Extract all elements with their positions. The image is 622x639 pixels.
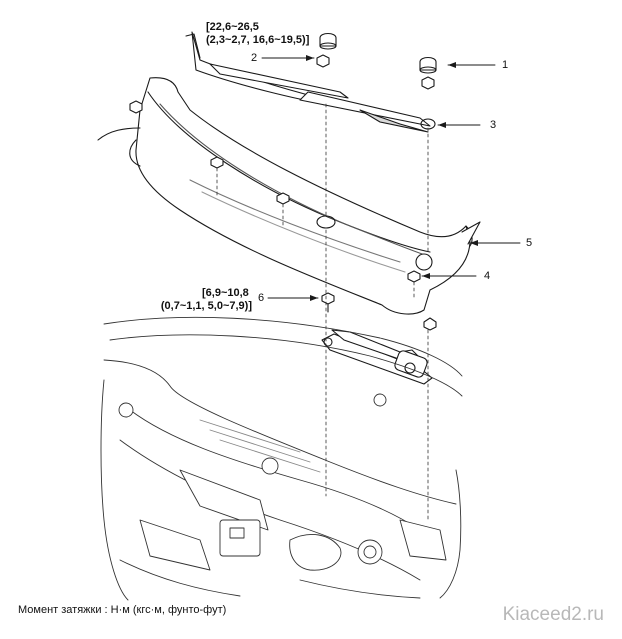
watermark: Kiaceed2.ru (502, 604, 604, 625)
callout-3: 3 (490, 119, 497, 131)
torque-label-motor-bolt-line2: (0,7~1,1, 5,0~7,9)] (160, 300, 252, 312)
alignment-lines (216, 103, 429, 521)
torque-label-motor-bolt-line1: [6,9~10,8 (202, 287, 249, 299)
cowl-top-cover (129, 77, 481, 315)
wiper-arm-right (299, 91, 436, 133)
torque-label-arm-nut-line2: (2,3~2,7, 16,6~19,5)] (206, 34, 310, 46)
torque-units-note: Момент затяжки : Н·м (кгс·м, фунто-фут) (18, 604, 227, 616)
washer-hose (97, 127, 141, 141)
motor-bolt (321, 292, 335, 313)
pivot-cap-left (319, 32, 337, 50)
wiper-motor-linkage (321, 317, 437, 385)
arm-nut-left (316, 54, 330, 68)
torque-label-motor-bolt: [6,9~10,8 (0,7~1,1, 5,0~7,9)] (158, 287, 254, 313)
callout-2: 2 (251, 52, 258, 64)
arm-nut-right (421, 76, 435, 90)
cowl-clips (129, 100, 421, 283)
callout-1: 1 (502, 59, 509, 71)
callout-4: 4 (484, 270, 491, 282)
torque-label-arm-nut-line1: [22,6~26,5 (206, 21, 259, 33)
torque-label-arm-nut: [22,6~26,5 (2,3~2,7, 16,6~19,5)] (206, 21, 309, 47)
callout-6: 6 (258, 292, 265, 304)
engine-bay (100, 316, 463, 601)
pivot-cap-right (419, 56, 437, 74)
callout-5: 5 (526, 237, 533, 249)
